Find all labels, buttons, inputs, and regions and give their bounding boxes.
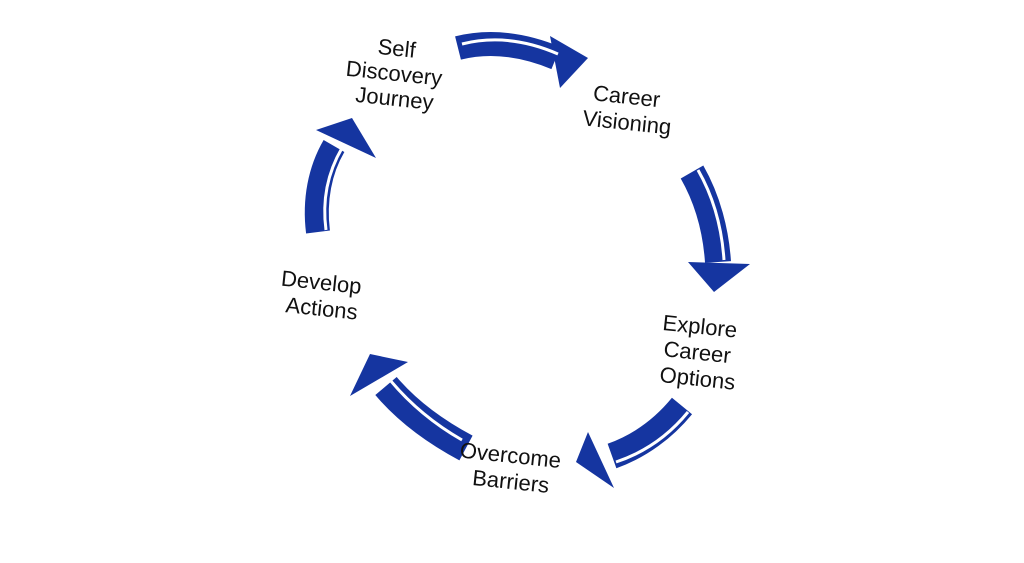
label-self-discovery: Self Discovery Journey [342, 31, 452, 116]
label-career-visioning: Career Visioning [581, 80, 675, 140]
arrow-overcome-to-develop [350, 354, 473, 461]
arrow-overcome-to-develop-highlight [388, 379, 463, 442]
arrow-self-to-career-shaft [455, 31, 561, 70]
arrow-develop-to-self-highlight [323, 147, 344, 231]
arrow-self-to-career-head [550, 36, 588, 88]
arrow-career-to-explore-highlight [696, 169, 726, 261]
label-develop-actions: Develop Actions [277, 266, 369, 326]
labels-group: Self Discovery Journey Career Visioning … [277, 31, 744, 500]
label-explore-career-options: Explore Career Options [656, 310, 744, 395]
arrows-group [304, 31, 750, 488]
arrow-explore-to-overcome-shaft [607, 397, 693, 469]
arrow-career-to-explore-shaft [680, 165, 731, 264]
label-overcome-barriers: Overcome Barriers [456, 438, 568, 500]
arrow-overcome-to-develop-head [350, 354, 408, 396]
arrow-explore-to-overcome-highlight [615, 411, 690, 464]
arrow-overcome-to-develop-shaft [375, 376, 473, 461]
arrow-career-to-explore-head [688, 262, 750, 292]
arrow-explore-to-overcome-head [576, 432, 614, 488]
arrow-self-to-career-highlight [461, 38, 559, 56]
arrow-develop-to-self [304, 118, 376, 234]
arrow-explore-to-overcome [576, 397, 693, 488]
arrow-develop-to-self-head [316, 118, 376, 158]
arrow-career-to-explore [680, 165, 750, 292]
arrow-self-to-career [455, 31, 588, 88]
arrow-develop-to-self-shaft [304, 139, 345, 234]
